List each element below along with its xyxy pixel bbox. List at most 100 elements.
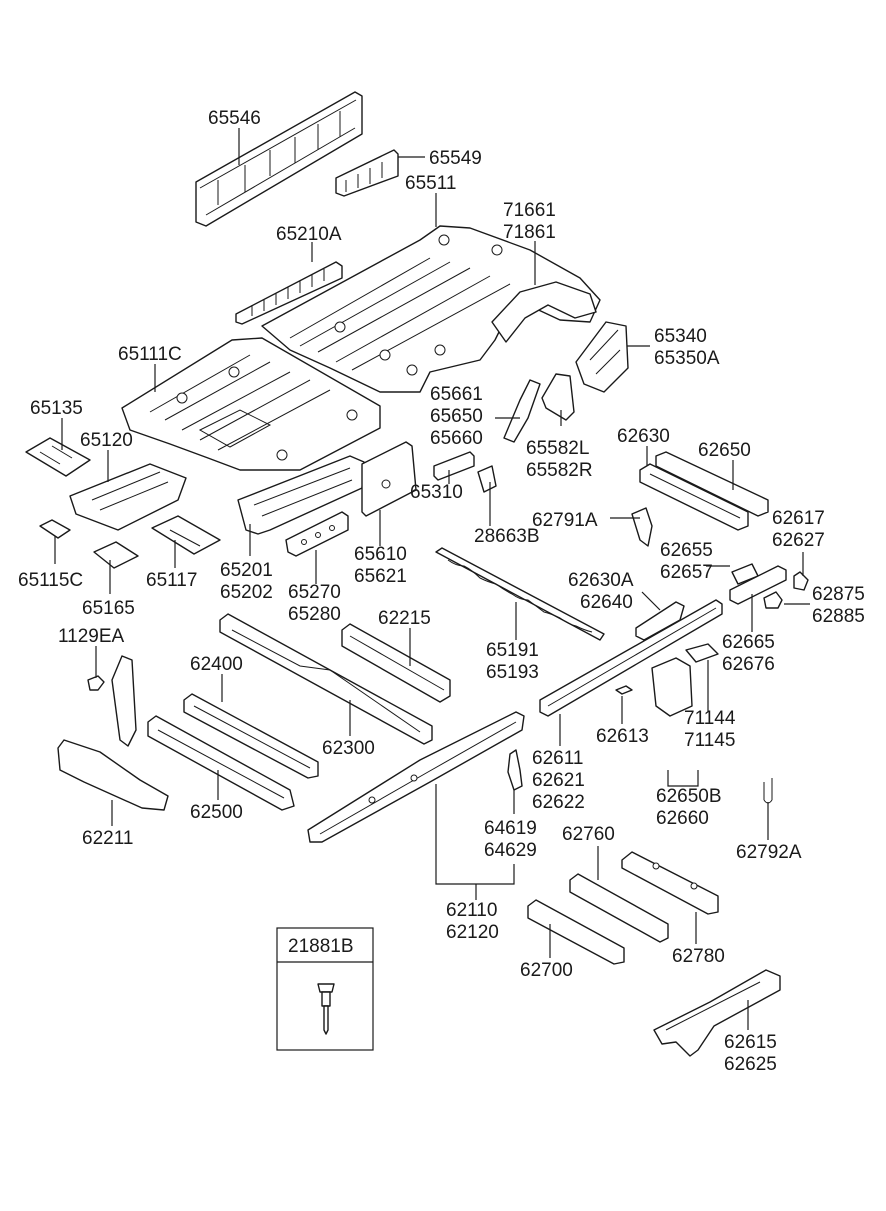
label-62700[interactable]: 62700 [520,960,573,981]
label-65546[interactable]: 65546 [208,108,261,129]
label-1129EA[interactable]: 1129EA [58,626,125,647]
label-62655[interactable]: 62655 [660,540,713,561]
label-62110[interactable]: 62110 [446,900,497,921]
label-62627[interactable]: 62627 [772,530,825,551]
part-62791A-drawing [631,507,653,547]
label-65549[interactable]: 65549 [429,148,482,169]
label-65660[interactable]: 65660 [430,428,483,449]
label-62676[interactable]: 62676 [722,654,775,675]
leader-lines [54,128,810,1030]
label-62650B[interactable]: 62650B [656,786,722,807]
label-65511[interactable]: 65511 [405,173,456,194]
label-62613[interactable]: 62613 [596,726,649,747]
label-65661[interactable]: 65661 [430,384,483,405]
part-65135-drawing [25,437,91,477]
label-62885[interactable]: 62885 [812,606,865,627]
label-65191[interactable]: 65191 [486,640,539,661]
label-71861[interactable]: 71861 [503,222,556,243]
label-62760[interactable]: 62760 [562,824,615,845]
part-65165-drawing [93,541,139,569]
label-65201[interactable]: 65201 [220,560,273,581]
part-65111C-drawing [121,337,381,471]
part-62792A-drawing [763,778,773,804]
label-62621[interactable]: 62621 [532,770,585,791]
label-62660[interactable]: 62660 [656,808,709,829]
part-62630-drawing [639,463,749,531]
part-62615-drawing [653,969,781,1057]
label-65650[interactable]: 65650 [430,406,483,427]
part-62617-drawing [793,571,809,591]
label-65210A[interactable]: 65210A [276,224,342,245]
part-62300-drawing [219,613,433,745]
label-62400[interactable]: 62400 [190,654,243,675]
label-65610[interactable]: 65610 [354,544,407,565]
label-62625[interactable]: 62625 [724,1054,777,1075]
label-62630[interactable]: 62630 [617,426,670,447]
label-62500[interactable]: 62500 [190,802,243,823]
label-65340[interactable]: 65340 [654,326,707,347]
part-62215-drawing [341,623,451,703]
label-62665[interactable]: 62665 [722,632,775,653]
label-71145[interactable]: 71145 [684,730,735,751]
part-65310-drawing [433,451,475,481]
part-62400-drawing [183,693,319,779]
label-62615[interactable]: 62615 [724,1032,777,1053]
label-71144[interactable]: 71144 [684,708,736,729]
label-62780[interactable]: 62780 [672,946,725,967]
label-65280[interactable]: 65280 [288,604,341,625]
label-62875[interactable]: 62875 [812,584,865,605]
part-62650-drawing [655,451,769,517]
label-65120[interactable]: 65120 [80,430,133,451]
label-62630A[interactable]: 62630A [568,570,634,591]
label-64629[interactable]: 64629 [484,840,537,861]
label-65621[interactable]: 65621 [354,566,407,587]
label-62792A[interactable]: 62792A [736,842,802,863]
part-62780-drawing [621,851,719,915]
part-65191-drawing [435,547,605,641]
label-28663B[interactable]: 28663B [474,526,540,547]
part-62500-drawing [147,715,295,811]
label-62657[interactable]: 62657 [660,562,713,583]
label-65117[interactable]: 65117 [146,570,197,591]
part-62110-drawing [307,711,525,843]
label-62791A[interactable]: 62791A [532,510,598,531]
label-71661[interactable]: 71661 [503,200,556,221]
part-62760-drawing [569,873,669,943]
part-65511-drawing [261,225,601,393]
label-62622[interactable]: 62622 [532,792,585,813]
label-65350A[interactable]: 65350A [654,348,720,369]
label-65135[interactable]: 65135 [30,398,83,419]
label-62300[interactable]: 62300 [322,738,375,759]
label-64619[interactable]: 64619 [484,818,537,839]
label-65165[interactable]: 65165 [82,598,135,619]
part-62665-drawing [729,565,787,605]
part-62611-drawing [539,599,723,717]
label-65111C[interactable]: 65111C [118,344,182,365]
label-62120[interactable]: 62120 [446,922,499,943]
label-62617[interactable]: 62617 [772,508,825,529]
label-65270[interactable]: 65270 [288,582,341,603]
label-65193[interactable]: 65193 [486,662,539,683]
part-65610-drawing [361,441,417,517]
label-21881B[interactable]: 21881B [288,936,354,957]
bolt-21881B-drawing [317,983,335,1035]
label-62640[interactable]: 62640 [580,592,633,613]
part-71661-drawing [491,281,597,343]
part-62700-drawing [527,899,625,965]
label-62211[interactable]: 62211 [82,828,133,849]
label-65582L[interactable]: 65582L [526,438,589,459]
part-65582L-drawing [541,373,575,421]
label-65115C[interactable]: 65115C [18,570,83,591]
label-62650[interactable]: 62650 [698,440,751,461]
part-bracket-drawing [111,655,137,747]
label-65582R[interactable]: 65582R [526,460,593,481]
label-62611[interactable]: 62611 [532,748,583,769]
label-62215[interactable]: 62215 [378,608,431,629]
part-65115C-drawing [39,519,71,539]
label-65202[interactable]: 65202 [220,582,273,603]
part-64619-drawing [507,749,523,791]
part-65117-drawing [151,515,221,555]
label-65310[interactable]: 65310 [410,482,463,503]
part-71144-drawing [651,643,719,717]
